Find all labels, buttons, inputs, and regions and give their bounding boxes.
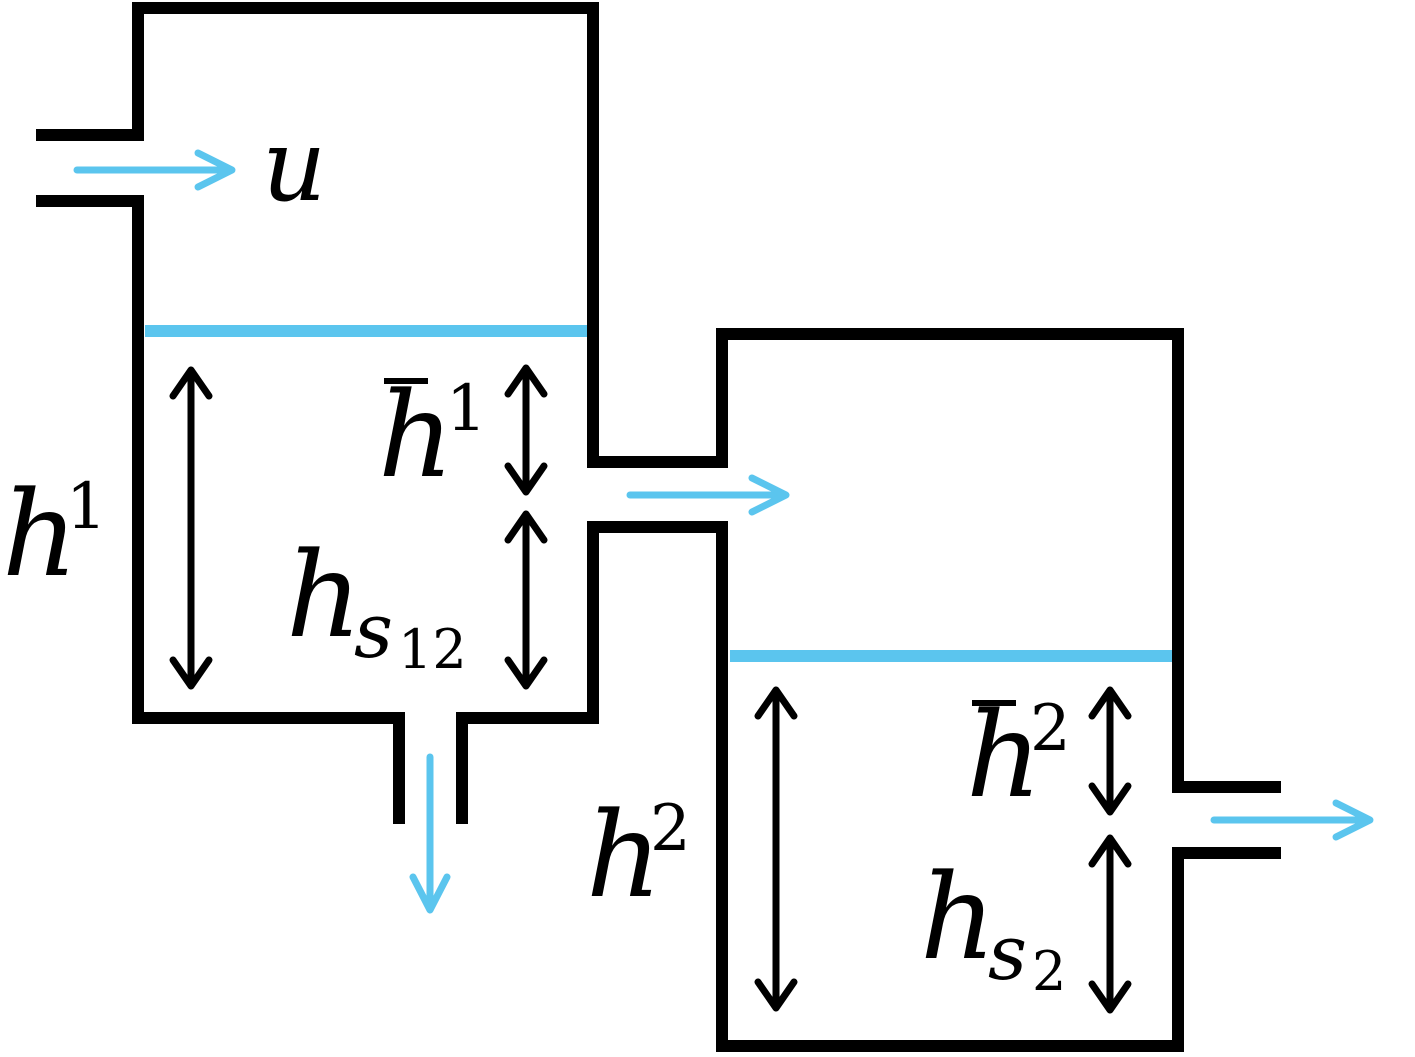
interconnect-flow-arrow <box>626 474 790 516</box>
label-h1: h 1 <box>2 465 107 603</box>
hs2-dimension-arrow <box>1088 834 1132 1014</box>
tank-2-outflow-arrow <box>1210 799 1374 841</box>
hbar2-dimension-arrow <box>1088 686 1132 816</box>
label-hs2: h s 2 <box>920 848 1066 1003</box>
label-hs12-subsub: 12 <box>398 618 467 681</box>
label-h1-sup: 1 <box>66 470 107 544</box>
label-hbar2-sup: 2 <box>1030 692 1071 766</box>
label-hbar1-sup: 1 <box>446 372 487 446</box>
label-hs2-subsub: 2 <box>1032 940 1066 1003</box>
label-h2-sup: 2 <box>650 792 691 866</box>
tank-1-inlet-bottom-wall <box>36 195 405 824</box>
label-h1-base: h <box>2 465 78 603</box>
label-hbar2-base: h <box>966 686 1042 824</box>
label-hs12: h s 12 <box>286 526 467 681</box>
tank-1-outlet-right-wall <box>456 521 1281 1052</box>
h1-dimension-arrow <box>169 366 213 690</box>
tank-1-bottom-outflow-arrow <box>409 753 451 914</box>
h2-dimension-arrow <box>754 686 798 1012</box>
label-hs2-base: h <box>920 848 996 986</box>
label-hbar1: h 1 <box>378 366 487 504</box>
label-hbar2: h 2 <box>966 686 1071 824</box>
label-hs12-sub: s <box>354 586 393 675</box>
label-h2-base: h <box>586 786 662 924</box>
label-hs12-base: h <box>286 526 362 664</box>
label-hs2-sub: s <box>988 908 1027 997</box>
hbar1-dimension-arrow <box>504 364 548 496</box>
label-hbar1-base: h <box>378 366 454 504</box>
label-h2: h 2 <box>586 786 691 924</box>
tank-1-inlet-top-wall <box>36 2 1281 793</box>
inflow-arrow <box>73 149 236 191</box>
label-u: u <box>262 107 326 224</box>
tank-1 <box>36 2 1281 1052</box>
hs12-dimension-arrow <box>504 510 548 690</box>
